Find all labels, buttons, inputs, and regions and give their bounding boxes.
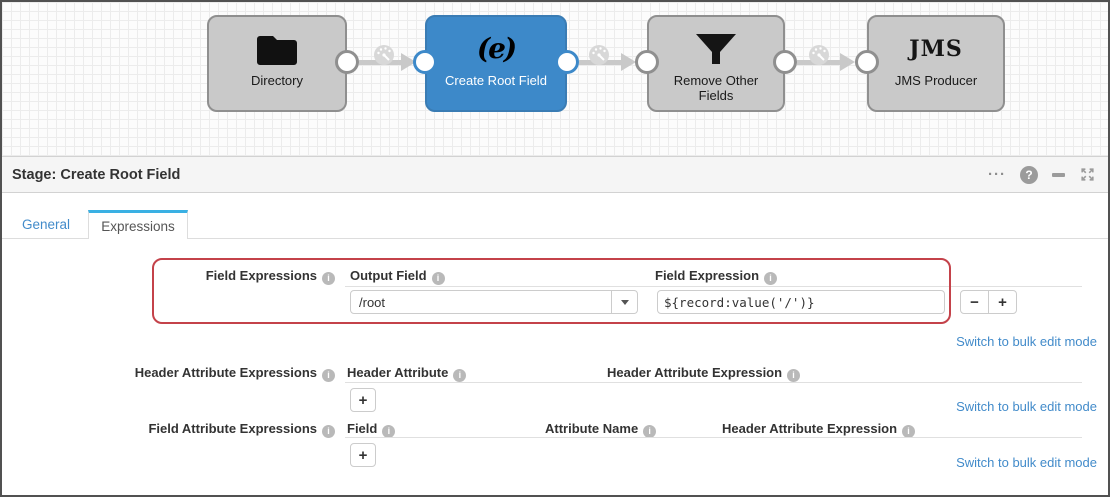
remove-expression-button[interactable]: − <box>960 290 989 314</box>
metrics-gauge-icon <box>589 45 609 65</box>
info-icon[interactable]: i <box>787 369 801 382</box>
bulk-edit-link[interactable]: Switch to bulk edit mode <box>956 455 1097 470</box>
bulk-edit-link[interactable]: Switch to bulk edit mode <box>956 334 1097 349</box>
folder-icon <box>257 36 297 65</box>
link-arrowhead-icon <box>621 53 636 71</box>
help-icon[interactable]: ? <box>1020 165 1038 184</box>
panel-toolbar: ··· ? <box>988 165 1096 184</box>
add-header-attribute-button[interactable]: + <box>350 388 376 412</box>
info-icon[interactable]: i <box>764 272 778 285</box>
stage-panel-header: Stage: Create Root Field ··· ? <box>2 156 1108 193</box>
row-buttons: − + <box>960 290 1017 314</box>
stage-icon-area: JMS <box>909 26 963 72</box>
input-port[interactable] <box>413 50 437 74</box>
metrics-gauge-icon <box>809 45 829 65</box>
caret-down-icon <box>620 299 629 305</box>
metrics-gauge-icon <box>374 45 394 65</box>
output-port[interactable] <box>773 50 797 74</box>
header-underline <box>345 286 1082 287</box>
field-expression-input[interactable] <box>657 290 945 314</box>
output-field-dropdown-button[interactable] <box>611 290 638 314</box>
stage-jms-producer[interactable]: JMS JMS Producer <box>867 15 1005 112</box>
link-arrowhead-icon <box>840 53 855 71</box>
add-field-attribute-button[interactable]: + <box>350 443 376 467</box>
funnel-icon <box>696 34 736 64</box>
stage-label: Directory <box>250 73 303 88</box>
input-port[interactable] <box>855 50 879 74</box>
minimize-icon[interactable] <box>1052 172 1065 177</box>
expression-evaluator-icon: (e) <box>476 32 517 65</box>
info-icon[interactable]: i <box>431 272 445 285</box>
info-icon[interactable]: i <box>322 425 335 438</box>
stage-label: JMS Producer <box>894 73 978 88</box>
output-port[interactable] <box>335 50 359 74</box>
tab-expressions[interactable]: Expressions <box>88 210 188 239</box>
info-icon[interactable]: i <box>322 369 335 382</box>
info-icon[interactable]: i <box>902 425 916 438</box>
link-arrowhead-icon <box>401 53 416 71</box>
header-underline <box>345 437 1082 438</box>
panel-title: Stage: Create Root Field <box>12 166 181 183</box>
stage-remove-other-fields[interactable]: Remove Other Fields <box>647 15 785 112</box>
info-icon[interactable]: i <box>643 425 657 438</box>
more-options-icon[interactable]: ··· <box>988 166 1006 183</box>
stage-icon-area: (e) <box>476 26 517 72</box>
output-port[interactable] <box>555 50 579 74</box>
tab-general[interactable]: General <box>22 217 71 232</box>
stage-label: Remove Other Fields <box>673 73 759 103</box>
header-underline <box>345 382 1082 383</box>
stage-icon-area <box>255 26 299 72</box>
info-icon[interactable]: i <box>382 425 396 438</box>
tab-strip-divider <box>2 238 1108 239</box>
input-port[interactable] <box>635 50 659 74</box>
stage-label: Create Root Field <box>445 73 547 88</box>
info-icon[interactable]: i <box>322 272 335 285</box>
info-icon[interactable]: i <box>453 369 467 382</box>
jms-icon: JMS <box>909 36 963 62</box>
bulk-edit-link[interactable]: Switch to bulk edit mode <box>956 399 1097 414</box>
maximize-icon[interactable] <box>1079 166 1096 183</box>
stage-directory[interactable]: Directory <box>207 15 347 112</box>
stage-create-root-field[interactable]: (e) Create Root Field <box>425 15 567 112</box>
output-field-input[interactable] <box>350 290 612 314</box>
pipeline-canvas[interactable]: Directory (e) Create Root Field Remove O… <box>2 2 1108 156</box>
add-expression-button[interactable]: + <box>988 290 1017 314</box>
stage-icon-area <box>693 26 739 72</box>
stage-config-tabs: General Expressions <box>2 193 1108 240</box>
